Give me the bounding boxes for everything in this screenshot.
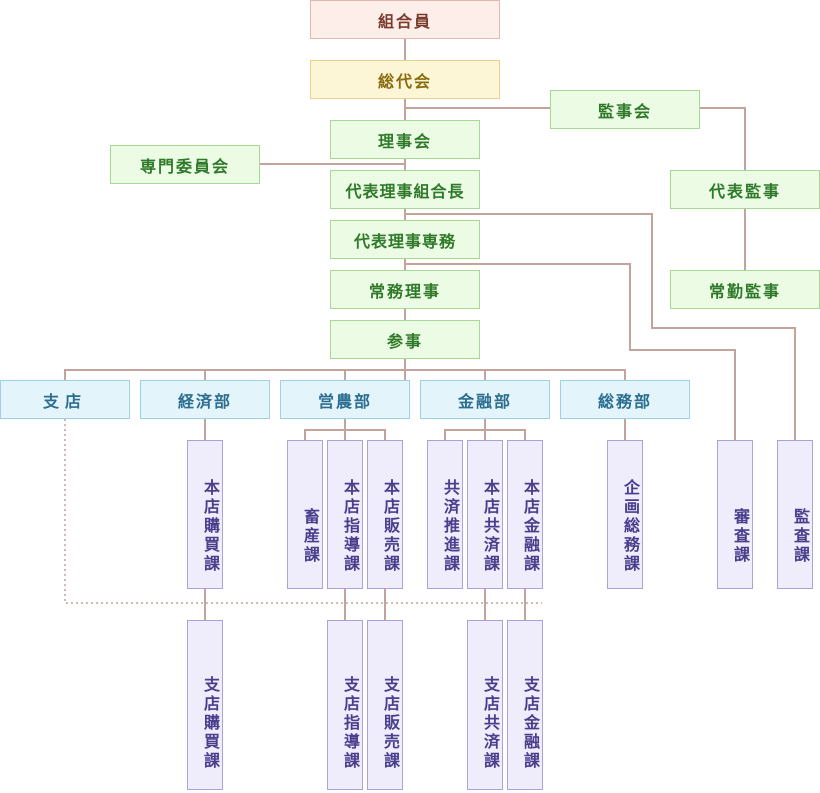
planning-affairs-section: 企画総務課 bbox=[607, 440, 643, 589]
president-box: 代表理事組合長 bbox=[330, 170, 480, 209]
branch-mutual-section: 支店共済課 bbox=[467, 620, 503, 790]
fulltime-auditor-box: 常勤監事 bbox=[670, 270, 820, 309]
members-box: 組合員 bbox=[310, 0, 500, 39]
counselor-box: 参事 bbox=[330, 320, 480, 359]
inspection-section: 監査課 bbox=[777, 440, 813, 589]
board-of-directors-box: 理事会 bbox=[330, 120, 480, 159]
rep-auditor-box: 代表監事 bbox=[670, 170, 820, 209]
hq-mutual-section: 本店共済課 bbox=[467, 440, 503, 589]
rep-executive-box: 代表理事専務 bbox=[330, 220, 480, 259]
finance-dept-box: 金融部 bbox=[420, 380, 550, 419]
branch-sales-section: 支店販売課 bbox=[367, 620, 403, 790]
mutual-promotion-section: 共済推進課 bbox=[427, 440, 463, 589]
economy-dept-box: 経済部 bbox=[140, 380, 270, 419]
hq-sales-section: 本店販売課 bbox=[367, 440, 403, 589]
audit-board-box: 監事会 bbox=[550, 90, 700, 129]
branch-guidance-section: 支店指導課 bbox=[327, 620, 363, 790]
agriculture-dept-box: 営農部 bbox=[280, 380, 410, 419]
general-affairs-dept-box: 総務部 bbox=[560, 380, 690, 419]
livestock-section: 畜産課 bbox=[287, 440, 323, 589]
hq-finance-section: 本店金融課 bbox=[507, 440, 543, 589]
general-assembly-box: 総代会 bbox=[310, 60, 500, 99]
hq-guidance-section: 本店指導課 bbox=[327, 440, 363, 589]
branch-box: 支店 bbox=[0, 380, 130, 419]
expert-committee-box: 専門委員会 bbox=[110, 145, 260, 184]
examination-section: 審査課 bbox=[717, 440, 753, 589]
executive-director-box: 常務理事 bbox=[330, 270, 480, 309]
branch-finance-section: 支店金融課 bbox=[507, 620, 543, 790]
branch-purchasing-section: 支店購買課 bbox=[187, 620, 223, 790]
hq-purchasing-section: 本店購買課 bbox=[187, 440, 223, 589]
